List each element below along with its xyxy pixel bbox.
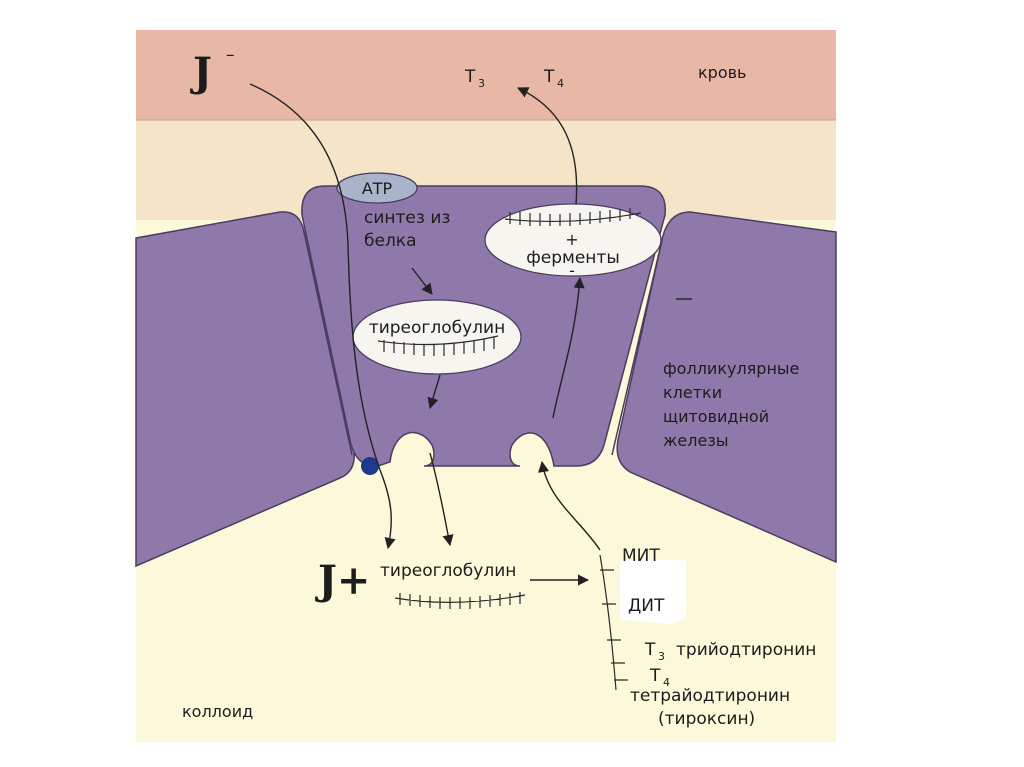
t4-blood-label: T [543,67,555,87]
thyroglobulin-vesicle-strand [377,335,499,356]
right-cell-junction [611,239,663,456]
endocytosis-to-enzymes-arrow [552,276,585,419]
synthesis-label-line1: синтез из [364,208,450,228]
iodine-symbol: J+ [315,557,370,604]
t3-name-label: трийодтиронин [676,640,816,660]
t3-colloid-label: T [644,640,656,660]
right-follicular-cell [616,211,837,564]
follicular-label-line2: клетки [663,383,722,402]
hormone-release-arrow [516,87,578,205]
t4-colloid-subscript: 4 [663,676,670,689]
enzymes-plus-sign: + [565,230,578,249]
t3-blood-label: T [464,67,476,87]
mit-highlight [620,560,686,624]
synthesis-to-thyroglobulin-arrow [411,267,433,295]
thyroglobulin-to-colloid-arrow [429,452,454,547]
enzymes-label: ферменты [526,248,620,268]
t3-colloid-subscript: 3 [658,650,665,663]
iodide-charge: – [226,45,235,65]
blood-vessel-band [136,30,836,120]
thyroglobulin-vesicle-label: тиреоглобулин [369,318,505,338]
t4-blood-subscript: 4 [557,77,564,90]
enzymes-protein-strand [504,208,642,226]
iodothyronine-reuptake-arrow [538,460,601,551]
iodide-pump-dot [361,457,379,475]
follicular-label-line4: железы [663,431,728,450]
colloid-thyroglobulin-strand [394,592,526,609]
enzymes-vesicle [484,203,662,277]
iodide-uptake-arrow [249,83,396,550]
t4-name-label: тетрайодтиронин [630,686,790,706]
atp-label: АТР [362,179,393,198]
thyroglobulin-exocytosis-arrow [427,374,441,410]
t4-colloid-label: T [649,666,661,686]
synthesis-label-line2: белка [364,231,417,251]
iodination-chain [599,554,628,691]
blood-label: кровь [698,63,746,82]
t3-blood-subscript: 3 [478,77,485,90]
dit-label: ДИТ [628,596,665,616]
iodide-symbol: J [190,49,212,96]
left-cell-junction [303,231,353,456]
enzymes-minus-sign: - [569,261,575,280]
mit-label: МИТ [622,546,660,566]
atp-badge [336,172,418,204]
follicular-label-line1: фолликулярные [663,359,799,378]
colloid-thyroglobulin-label: тиреоглобулин [380,561,516,581]
colloid-label: коллоид [182,702,253,721]
follicular-label-line3: щитовидной [663,407,769,426]
thyroxine-label: (тироксин) [658,709,755,729]
